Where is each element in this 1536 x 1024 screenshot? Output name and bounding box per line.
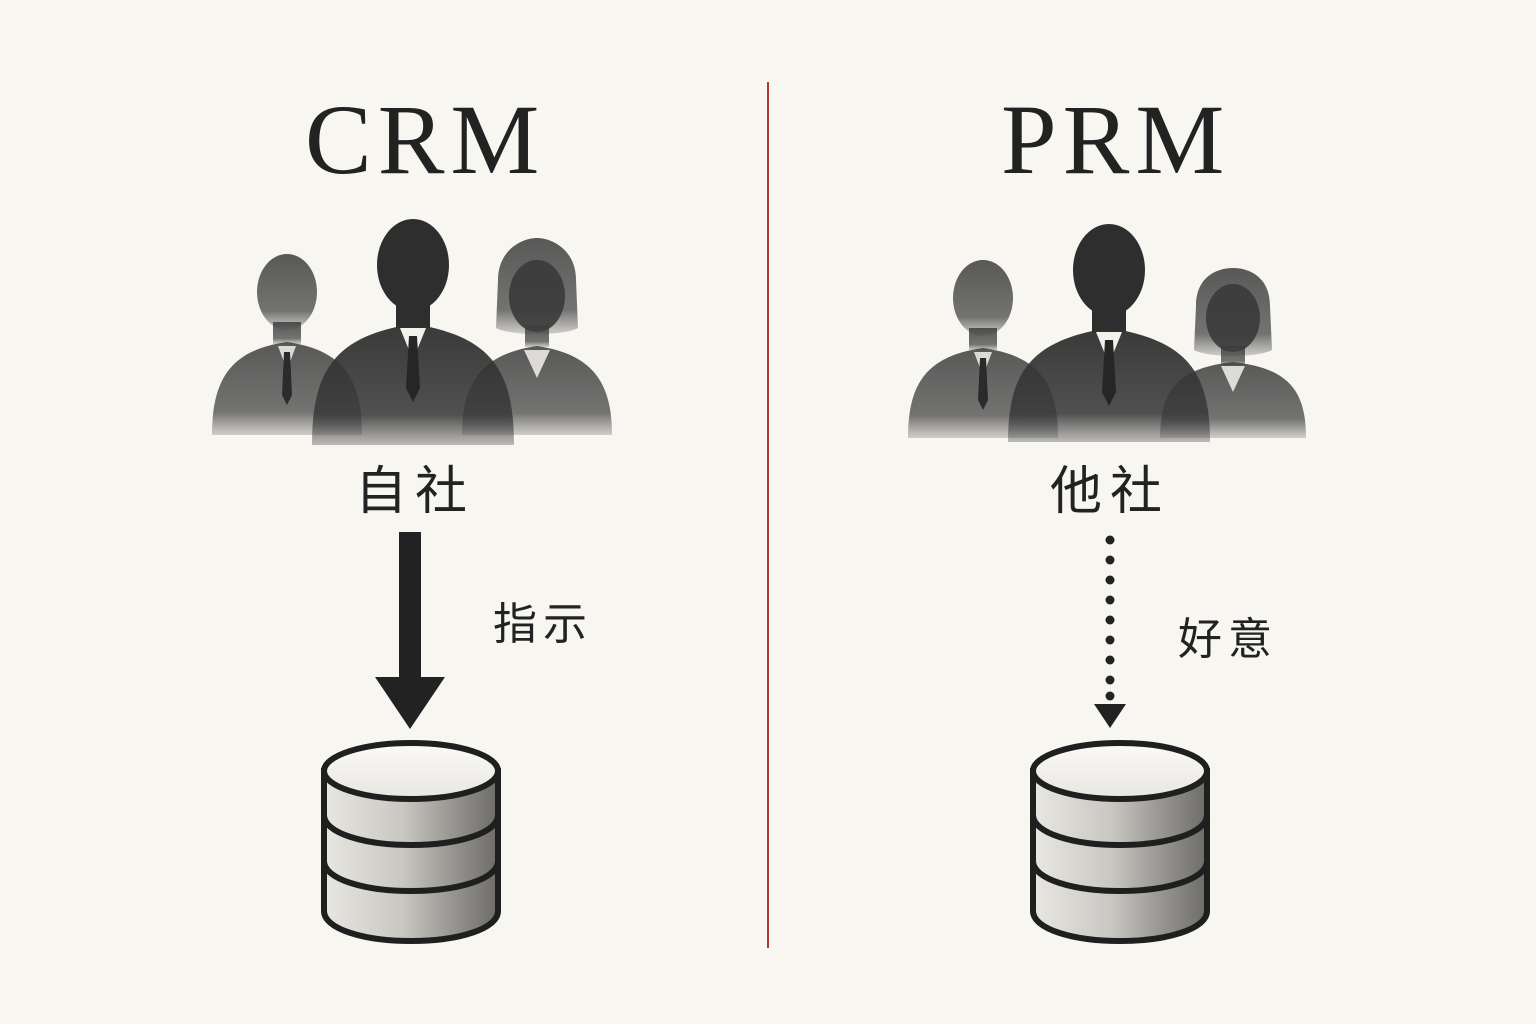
- company-label-other: 他社: [1050, 462, 1171, 522]
- database-icon: [1025, 737, 1215, 947]
- people-group-icon: [200, 210, 620, 460]
- company-label-own: 自社: [355, 462, 476, 522]
- flow-label-instruction: 指示: [493, 599, 593, 650]
- crm-panel: CRM: [200, 84, 620, 947]
- panel-title-crm: CRM: [305, 84, 546, 195]
- flow-label-goodwill: 好意: [1178, 614, 1278, 665]
- person-center-icon: [1008, 224, 1210, 442]
- dotted-arrow-down-icon: [1050, 532, 1170, 732]
- database-icon: [316, 737, 506, 947]
- person-right-icon: [462, 238, 612, 435]
- prm-panel: PRM: [768, 0, 1536, 1024]
- person-center-icon: [312, 219, 514, 445]
- people-group-icon: [896, 210, 1316, 460]
- solid-arrow-down-icon: [353, 532, 473, 732]
- panel-title-prm: PRM: [1001, 84, 1231, 195]
- center-divider: [767, 82, 769, 948]
